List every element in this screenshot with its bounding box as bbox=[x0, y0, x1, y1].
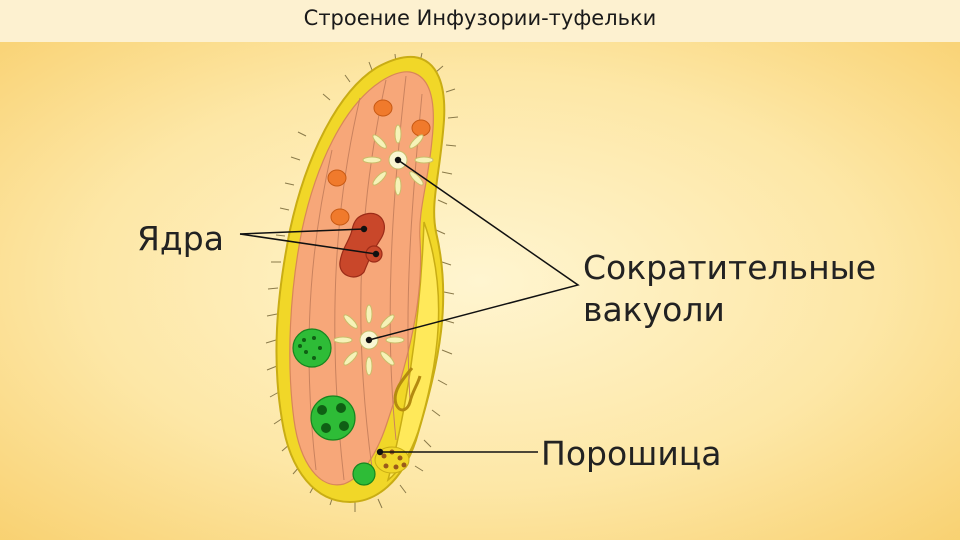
label-nuclei: Ядра bbox=[137, 219, 224, 258]
label-contractile-vacuoles: Сократительные вакуоли bbox=[583, 247, 876, 331]
slide-title: Строение Инфузории-туфельки bbox=[303, 6, 657, 30]
pointer-lines bbox=[239, 159, 580, 453]
anal-pore bbox=[374, 446, 410, 474]
cytopharynx bbox=[393, 367, 422, 412]
pointer-dots bbox=[360, 156, 402, 456]
cilia bbox=[265, 52, 459, 512]
macronucleus bbox=[339, 212, 385, 278]
title-bar bbox=[0, 0, 960, 42]
food-vacuoles-green bbox=[292, 328, 376, 486]
label-anal-pore: Порошица bbox=[541, 434, 722, 473]
contractile-vacuole-lower bbox=[333, 304, 405, 376]
label-contractile-vacuoles-line1: Сократительные bbox=[583, 248, 877, 287]
food-vacuoles-orange bbox=[327, 99, 431, 226]
label-contractile-vacuoles-line2: вакуоли bbox=[583, 290, 725, 329]
